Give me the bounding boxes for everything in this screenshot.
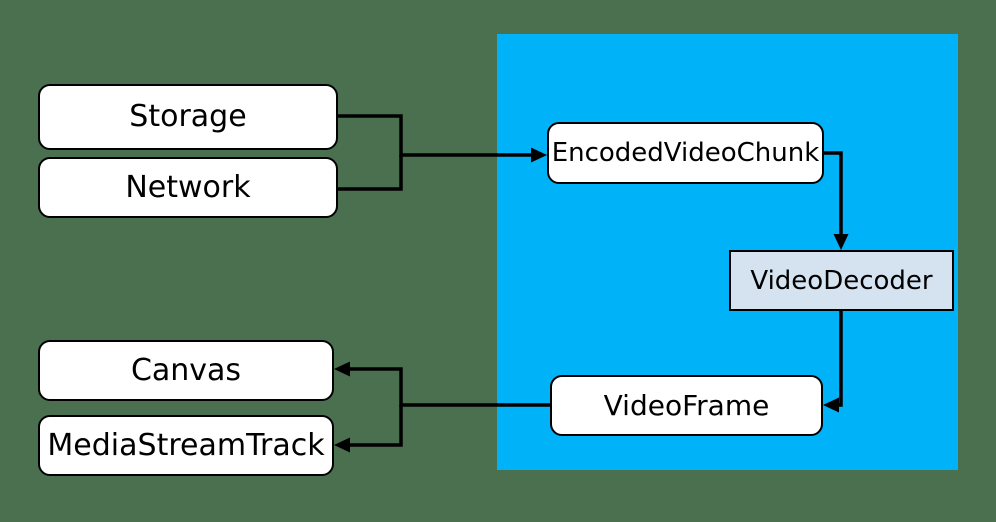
node-videoframe[interactable]: VideoFrame: [550, 375, 823, 436]
edge-network-to-chunk: [338, 155, 403, 191]
node-mediastreamtrack[interactable]: MediaStreamTrack: [38, 415, 334, 476]
edge-frame-to-mediastreamtrack: [346, 405, 403, 447]
arrowhead-to-mediastreamtrack: [334, 437, 350, 453]
node-storage[interactable]: Storage: [38, 84, 338, 150]
node-encodedvideochunk[interactable]: EncodedVideoChunk: [547, 122, 824, 184]
node-canvas[interactable]: Canvas: [38, 340, 334, 401]
node-network[interactable]: Network: [38, 157, 338, 218]
arrowhead-to-canvas: [334, 361, 350, 377]
node-videodecoder[interactable]: VideoDecoder: [729, 250, 954, 311]
